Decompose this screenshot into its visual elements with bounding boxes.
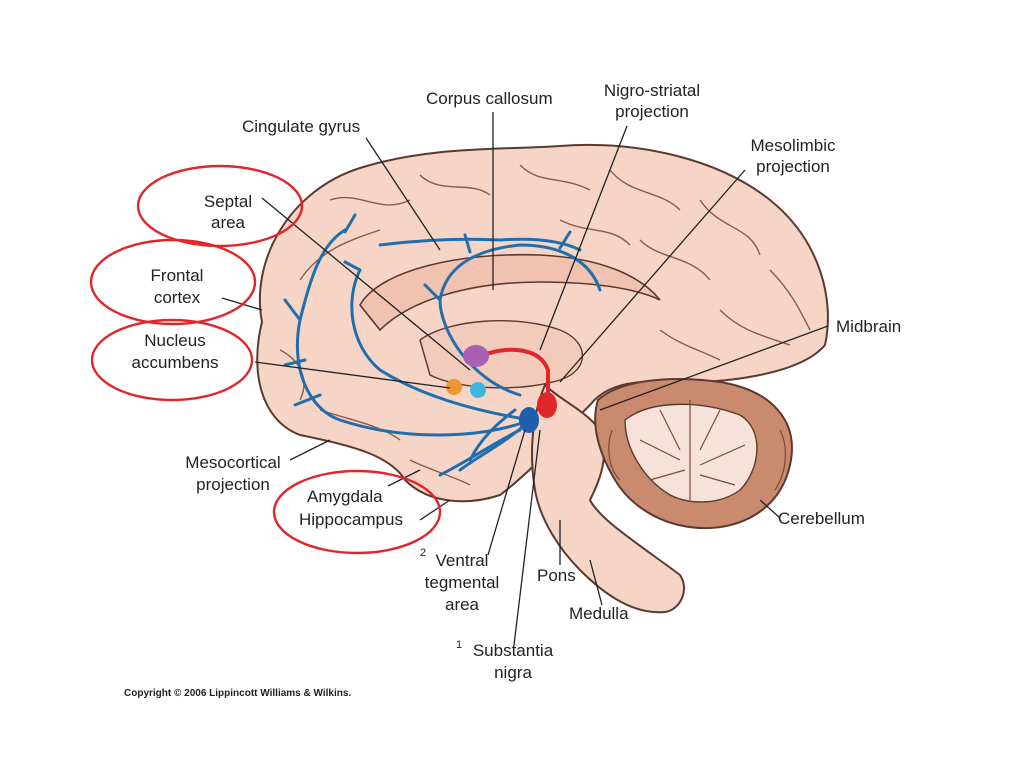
substantia-nigra-red (537, 392, 557, 418)
leader-lines (221, 112, 829, 646)
label-nigro-striatal-line1: Nigro-striatal (604, 81, 700, 100)
label-nucleus-line2: accumbens (132, 353, 219, 372)
ring-nucleus-accumbens (90, 318, 254, 402)
label-sn-marker: 1 (456, 639, 462, 651)
cerebrum (256, 143, 829, 503)
ring-amygdala-hippocampus (272, 469, 442, 555)
label-corpus-callosum: Corpus callosum (426, 89, 553, 108)
nucleus-orange (446, 379, 462, 395)
label-sn-line1: Substantia (473, 641, 554, 660)
vta-nucleus-blue (519, 407, 539, 433)
label-vta-line3: area (445, 595, 480, 614)
caudate-nucleus-purple (463, 345, 489, 367)
label-frontal-line1: Frontal (151, 266, 204, 285)
label-cingulate-gyrus: Cingulate gyrus (242, 117, 360, 136)
red-pathway (478, 347, 550, 402)
copyright-notice: Copyright © 2006 Lippincott Williams & W… (124, 688, 351, 699)
label-vta-line1: Ventral (436, 551, 489, 570)
label-amygdala: Amygdala (307, 487, 383, 506)
label-mesolimbic-line2: projection (756, 157, 830, 176)
label-nucleus-line1: Nucleus (144, 331, 205, 350)
label-vta-line2: tegmental (425, 573, 500, 592)
highlight-rings (89, 164, 442, 555)
label-hippocampus: Hippocampus (299, 510, 403, 529)
label-cerebellum: Cerebellum (778, 509, 865, 528)
label-frontal-line2: cortex (154, 288, 201, 307)
label-vta-marker: 2 (420, 547, 426, 559)
ring-septal-area (136, 164, 304, 248)
label-septal-line2: area (211, 213, 246, 232)
label-septal-line1: Septal (204, 192, 252, 211)
thalamus-region (419, 320, 584, 389)
nucleus-cyan (470, 382, 486, 398)
label-mesocortical-line2: projection (196, 475, 270, 494)
label-mesocortical-line1: Mesocortical (185, 453, 280, 472)
cerebellum (594, 378, 793, 530)
label-pons: Pons (537, 566, 576, 585)
corpus-callosum-shape (359, 253, 661, 332)
ring-frontal-cortex (89, 238, 257, 326)
label-midbrain: Midbrain (836, 317, 901, 336)
label-mesolimbic-line1: Mesolimbic (750, 136, 836, 155)
label-sn-line2: nigra (494, 663, 532, 682)
label-nigro-striatal-line2: projection (615, 102, 689, 121)
label-medulla: Medulla (569, 604, 629, 623)
